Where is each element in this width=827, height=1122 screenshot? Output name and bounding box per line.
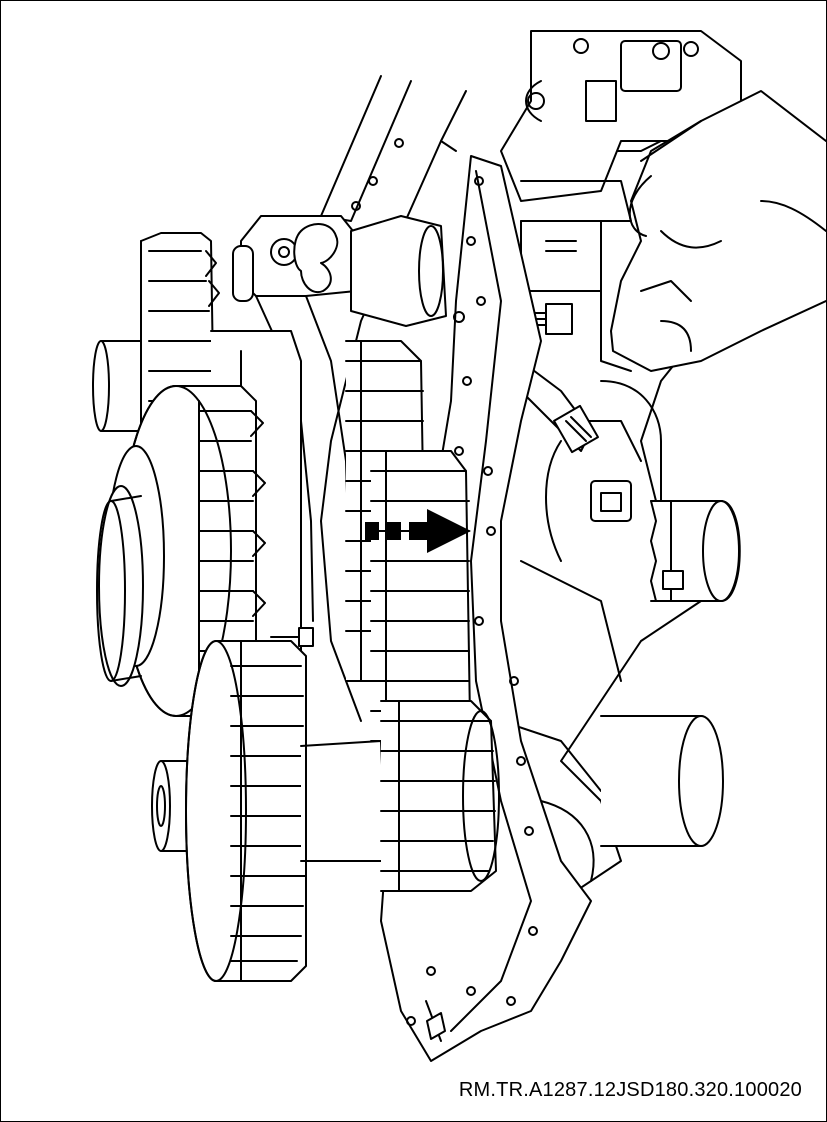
output-shaft-upper	[650, 500, 741, 602]
hand-icon	[610, 90, 826, 372]
figure-reference-code: RM.TR.A1287.12JSD180.320.100020	[458, 1079, 802, 1101]
hex-bolt	[520, 303, 573, 335]
upper-valve-block	[500, 30, 742, 372]
shift-fork	[232, 215, 465, 622]
locating-pin	[270, 627, 314, 647]
main-gear-hub	[96, 445, 165, 687]
direction-arrow-icon	[365, 509, 471, 553]
shift-rail-upper	[320, 75, 412, 222]
output-shaft-lower	[600, 715, 724, 847]
lower-right-gear	[380, 700, 500, 892]
hydraulic-fitting	[515, 360, 599, 454]
upper-hub	[92, 340, 150, 432]
lower-shaft	[300, 740, 387, 862]
lower-spur-gear	[185, 640, 307, 982]
